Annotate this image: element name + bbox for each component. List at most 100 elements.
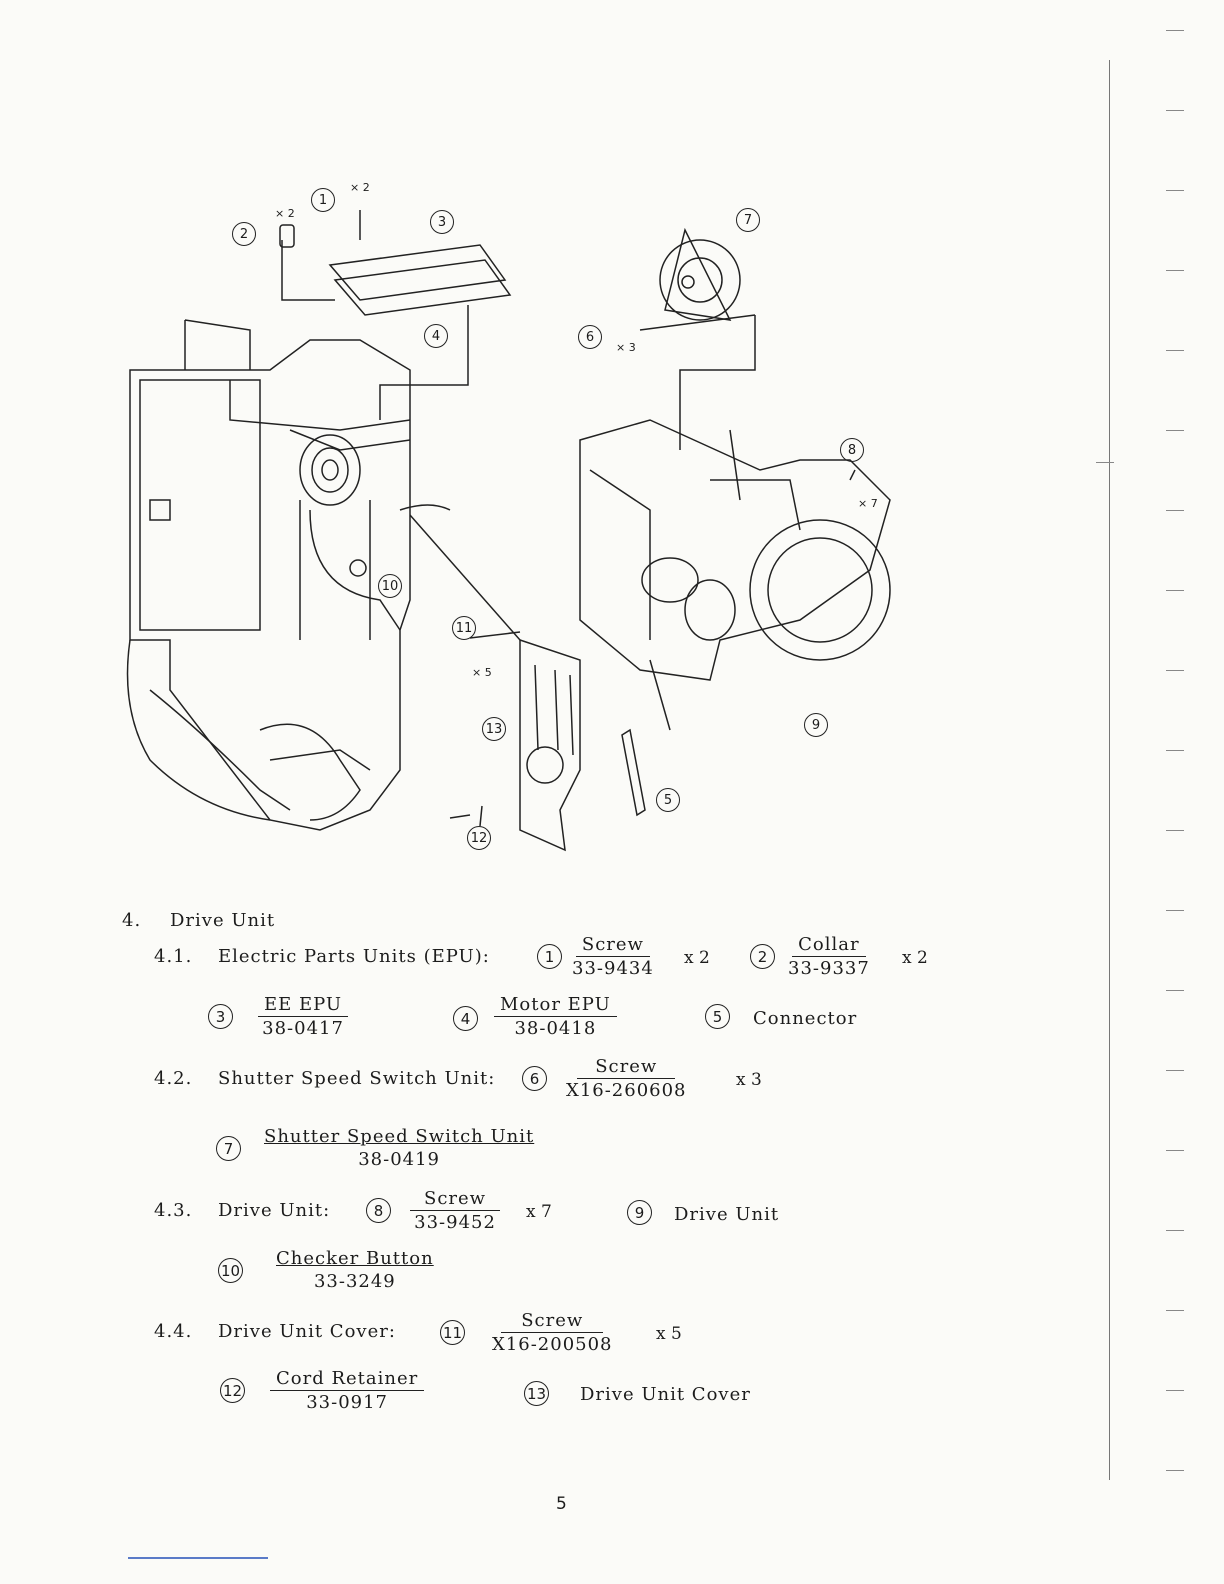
drive-unit-cover-illustration: [409, 514, 671, 852]
part-10-entry: Checker Button 33-3249: [270, 1248, 440, 1292]
part-8-code: 33-9452: [414, 1212, 496, 1233]
binding-tick: [1166, 830, 1184, 831]
part-1-number: 1: [537, 944, 562, 969]
part-11-entry: Screw X16-200508: [492, 1310, 613, 1355]
part-9-name: Drive Unit: [674, 1204, 780, 1225]
page-number: 5: [556, 1494, 567, 1514]
section-title: Drive Unit: [170, 910, 276, 931]
binding-tick: [1166, 350, 1184, 351]
part-4-number: 4: [453, 1006, 478, 1031]
part-11-qty: x 5: [656, 1324, 682, 1344]
scan-edge-mark: [128, 1557, 268, 1559]
part-1-name: Screw: [575, 934, 650, 957]
part-2-number: 2: [750, 944, 775, 969]
binding-tick: [1166, 30, 1184, 31]
callout-4: 4: [424, 324, 448, 348]
part-6-number: 6: [522, 1066, 547, 1091]
section-number: 4.: [122, 910, 142, 931]
subsection-4-2-label: Shutter Speed Switch Unit:: [218, 1068, 496, 1089]
binding-tick: [1166, 1230, 1184, 1231]
part-1-entry: Screw 33-9434: [572, 934, 654, 979]
part-1-qty: x 2: [684, 948, 710, 968]
callout-3: 3: [430, 210, 454, 234]
binding-tick: [1166, 1390, 1184, 1391]
binding-tick: [1096, 462, 1114, 463]
binding-tick: [1166, 910, 1184, 911]
part-11-code: X16-200508: [492, 1334, 613, 1355]
subsection-4-1-label: Electric Parts Units (EPU):: [218, 946, 490, 967]
part-8-number: 8: [366, 1198, 391, 1223]
callout-11: 11: [452, 616, 476, 640]
binding-tick: [1166, 670, 1184, 671]
exploded-view-diagram: [126, 210, 891, 852]
part-7-entry: Shutter Speed Switch Unit 38-0419: [258, 1126, 540, 1170]
binding-tick: [1166, 430, 1184, 431]
callout-10: 10: [378, 574, 402, 598]
callout-9: 9: [804, 713, 828, 737]
part-2-name: Collar: [792, 934, 866, 957]
part-6-entry: Screw X16-260608: [566, 1056, 687, 1101]
shutter-switch-illustration: [639, 227, 756, 450]
callout-1: 1: [311, 188, 335, 212]
binding-tick: [1166, 1070, 1184, 1071]
callout-11-qty: × 5: [472, 666, 492, 679]
part-12-entry: Cord Retainer 33-0917: [270, 1368, 425, 1413]
part-7-name: Shutter Speed Switch Unit: [264, 1126, 535, 1147]
part-2-code: 33-9337: [788, 958, 870, 979]
part-11-name: Screw: [501, 1310, 604, 1333]
part-7-number: 7: [216, 1136, 241, 1161]
part-10-code: 33-3249: [313, 1271, 396, 1292]
callout-2-qty: × 2: [275, 207, 295, 220]
part-6-code: X16-260608: [566, 1080, 687, 1101]
part-3-number: 3: [208, 1004, 233, 1029]
callout-2: 2: [232, 222, 256, 246]
part-8-qty: x 7: [526, 1202, 552, 1222]
callout-8: 8: [840, 438, 864, 462]
binding-tick: [1166, 270, 1184, 271]
part-13-name: Drive Unit Cover: [580, 1384, 751, 1405]
subsection-4-2-number: 4.2.: [154, 1068, 193, 1089]
part-12-number: 12: [220, 1378, 245, 1403]
binding-tick: [1166, 1310, 1184, 1311]
part-1-code: 33-9434: [572, 958, 654, 979]
subsection-4-4-label: Drive Unit Cover:: [218, 1321, 396, 1342]
part-10-number: 10: [218, 1258, 243, 1283]
callout-12: 12: [467, 826, 491, 850]
part-4-code: 38-0418: [514, 1018, 597, 1039]
epu-boards-illustration: [279, 210, 512, 420]
part-2-qty: x 2: [902, 948, 928, 968]
part-11-number: 11: [440, 1320, 465, 1345]
part-10-name: Checker Button: [276, 1248, 434, 1269]
binding-tick: [1166, 990, 1184, 991]
subsection-4-3-number: 4.3.: [154, 1200, 193, 1221]
callout-7: 7: [736, 208, 760, 232]
callout-6-qty: × 3: [616, 341, 636, 354]
subsection-4-4-number: 4.4.: [154, 1321, 193, 1342]
part-3-name: EE EPU: [258, 994, 349, 1017]
part-6-qty: x 3: [736, 1070, 762, 1090]
part-4-entry: Motor EPU 38-0418: [494, 994, 617, 1039]
binding-tick: [1166, 1470, 1184, 1471]
binding-tick: [1166, 510, 1184, 511]
part-13-number: 13: [524, 1381, 549, 1406]
part-3-code: 38-0417: [262, 1018, 344, 1039]
part-3-entry: EE EPU 38-0417: [258, 994, 349, 1039]
binding-tick: [1166, 590, 1184, 591]
camera-body-illustration: [126, 319, 451, 831]
subsection-4-3-label: Drive Unit:: [218, 1200, 331, 1221]
part-8-name: Screw: [410, 1188, 501, 1211]
binding-margin-line: [1109, 60, 1110, 1480]
drive-unit-illustration: [579, 419, 891, 681]
callout-1-qty: × 2: [350, 181, 370, 194]
part-8-entry: Screw 33-9452: [410, 1188, 501, 1233]
part-5-name: Connector: [753, 1008, 858, 1029]
part-2-entry: Collar 33-9337: [788, 934, 870, 979]
part-6-name: Screw: [577, 1056, 676, 1079]
subsection-4-1-number: 4.1.: [154, 946, 193, 967]
part-12-name: Cord Retainer: [270, 1368, 425, 1391]
part-7-code: 38-0419: [358, 1149, 441, 1170]
binding-tick: [1166, 110, 1184, 111]
part-12-code: 33-0917: [306, 1392, 389, 1413]
callout-5: 5: [656, 788, 680, 812]
part-5-number: 5: [705, 1004, 730, 1029]
